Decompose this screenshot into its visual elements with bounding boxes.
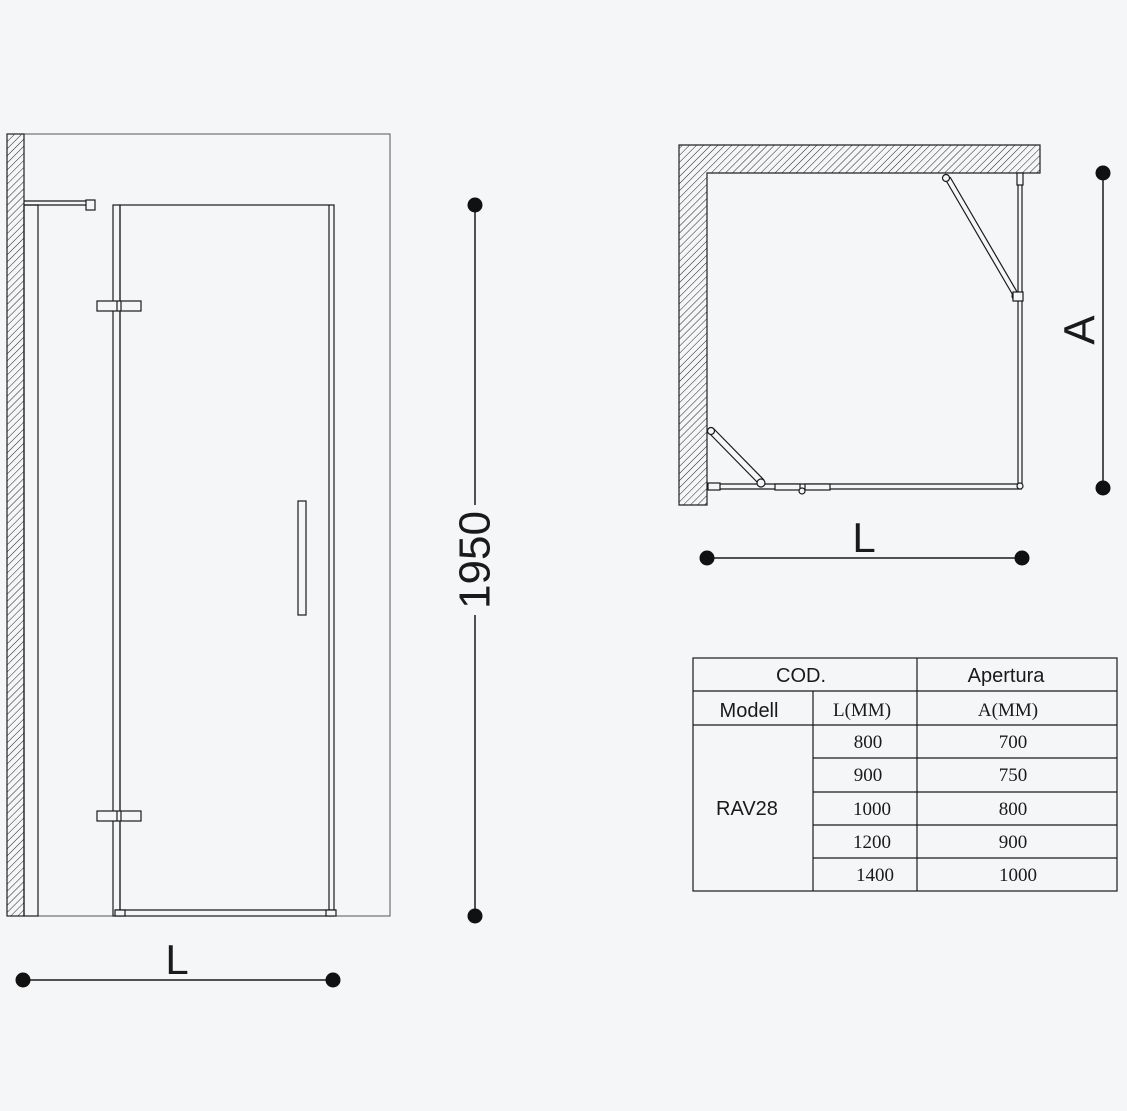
model-code: RAV28 <box>716 798 778 820</box>
dimension-dot <box>467 197 483 213</box>
hinge-post <box>112 204 121 917</box>
front-width-dimension: L <box>15 936 341 988</box>
front-wall-hatch <box>6 133 25 917</box>
header-cod: COD. <box>776 665 826 687</box>
hinge-top <box>96 300 142 312</box>
header-l-mm: L(MM) <box>833 700 891 721</box>
dimension-dot <box>1014 550 1030 566</box>
front-frame <box>6 133 391 917</box>
plan-depth-label: A <box>1056 315 1105 345</box>
dimension-dot <box>325 972 341 988</box>
top-bracket <box>85 199 96 211</box>
plan-view <box>678 144 1041 506</box>
row-l-value: 1000 <box>853 799 891 820</box>
row-a-value: 700 <box>999 732 1028 753</box>
table-text: COD. Apertura Modell L(MM) A(MM) RAV28 8… <box>716 665 1045 886</box>
header-a-mm: A(MM) <box>978 700 1038 721</box>
dimension-dot <box>467 908 483 924</box>
front-elevation <box>6 133 391 917</box>
front-width-label: L <box>165 936 188 983</box>
door-panel <box>119 204 335 917</box>
row-l-value: 900 <box>854 765 883 786</box>
height-label: 1950 <box>451 511 500 609</box>
fixed-panel <box>23 204 39 917</box>
hinge-bottom <box>96 810 142 822</box>
dimension-dot <box>15 972 31 988</box>
row-a-value: 1000 <box>999 865 1037 886</box>
plan-depth-dimension: A <box>1056 165 1111 496</box>
plan-width-label: L <box>852 514 875 561</box>
row-l-value: 1200 <box>853 832 891 853</box>
height-dimension: 1950 <box>451 197 500 924</box>
header-apertura: Apertura <box>968 665 1046 687</box>
row-a-value: 800 <box>999 799 1028 820</box>
row-l-value: 800 <box>854 732 883 753</box>
dimension-dot <box>1095 480 1111 496</box>
row-a-value: 900 <box>999 832 1028 853</box>
plan-wall-hatch <box>678 144 1041 506</box>
header-modell: Modell <box>720 700 779 722</box>
dimension-dot <box>1095 165 1111 181</box>
row-l-value: 1400 <box>856 865 894 886</box>
size-table <box>692 657 1118 892</box>
plan-width-dimension: L <box>699 514 1030 566</box>
door-handle <box>297 500 307 616</box>
row-a-value: 750 <box>999 765 1028 786</box>
dimension-dot <box>699 550 715 566</box>
